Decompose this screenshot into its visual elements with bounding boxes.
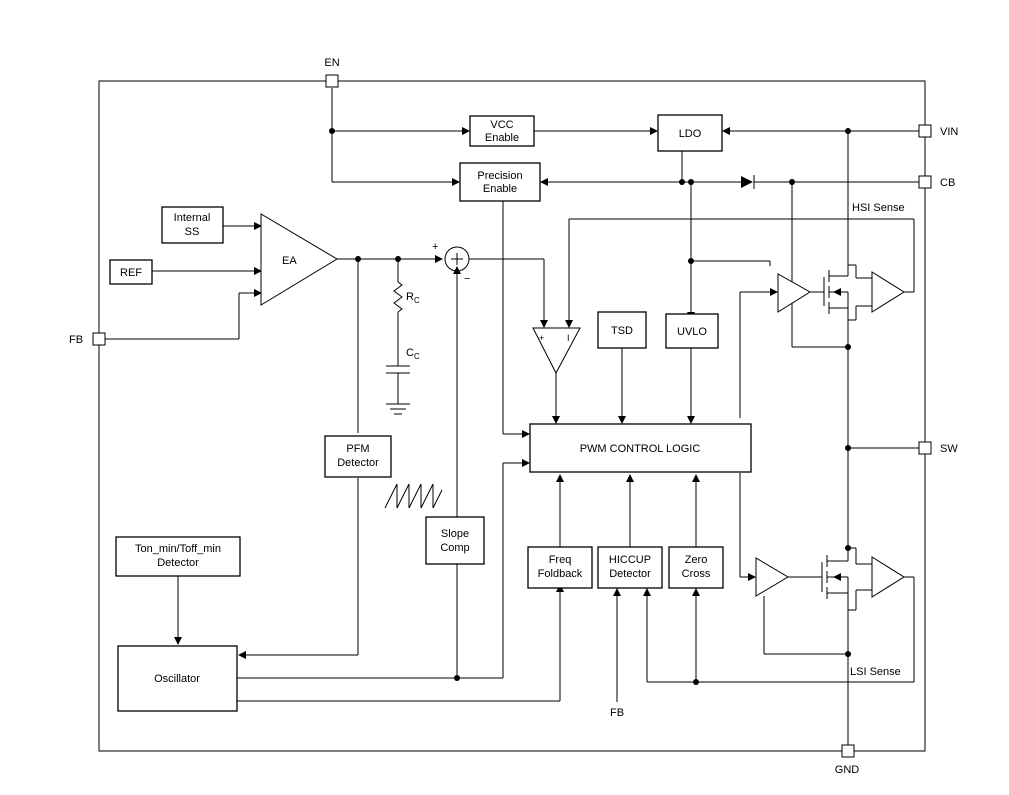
comp-minus-label: I: [567, 333, 570, 343]
svg-text:SS: SS: [185, 226, 200, 238]
svg-text:Detector: Detector: [609, 568, 651, 580]
ls-driver: [755, 557, 789, 597]
current-comparator: [532, 327, 581, 375]
pin-vin: VIN: [918, 124, 958, 138]
ea-label: EA: [282, 255, 297, 267]
ref-block: REF: [109, 259, 153, 285]
lsi-sense-label: LSI Sense: [850, 666, 901, 678]
pfm-detector-block: PFM Detector: [324, 435, 392, 478]
svg-text:Internal: Internal: [174, 212, 211, 224]
svg-text:EN: EN: [324, 57, 339, 69]
svg-text:Enable: Enable: [483, 183, 517, 195]
svg-text:Freq: Freq: [549, 554, 572, 566]
svg-text:PWM CONTROL LOGIC: PWM CONTROL LOGIC: [580, 443, 701, 455]
svg-text:Foldback: Foldback: [538, 568, 583, 580]
summing-junction: + −: [432, 241, 470, 285]
svg-text:Ton_min/Toff_min: Ton_min/Toff_min: [135, 543, 221, 555]
svg-text:HICCUP: HICCUP: [609, 554, 651, 566]
pin-fb: FB: [69, 332, 106, 346]
slope-comp-block: Slope Comp: [425, 516, 485, 565]
svg-text:TSD: TSD: [611, 325, 633, 337]
freq-foldback-block: Freq Foldback: [527, 546, 593, 589]
pin-cb: CB: [918, 175, 955, 189]
svg-text:CB: CB: [940, 177, 955, 189]
sawtooth-icon: [384, 483, 443, 509]
low-side-stage: [755, 547, 905, 611]
svg-text:Cross: Cross: [682, 568, 711, 580]
oscillator-block: Oscillator: [117, 645, 238, 712]
ls-sense-amp: [871, 556, 905, 598]
svg-text:Comp: Comp: [440, 542, 469, 554]
tsd-block: TSD: [597, 311, 647, 349]
cc-label: CC: [406, 347, 420, 361]
svg-text:LDO: LDO: [679, 128, 702, 140]
high-side-stage: [777, 264, 905, 321]
fb-internal-label: FB: [610, 707, 624, 719]
rc-label: RC: [406, 291, 420, 305]
junction-dots: [329, 128, 851, 685]
arrowheads: [174, 127, 778, 659]
svg-text:VIN: VIN: [940, 126, 958, 138]
ton-toff-detector-block: Ton_min/Toff_min Detector: [115, 536, 241, 577]
comp-plus-label: +: [539, 333, 544, 343]
pin-sw: SW: [918, 441, 958, 455]
hiccup-detector-block: HICCUP Detector: [597, 546, 663, 589]
svg-text:Slope: Slope: [441, 528, 469, 540]
pin-en: EN: [324, 57, 340, 88]
internal-ss-block: Internal SS: [161, 206, 224, 244]
svg-text:Detector: Detector: [157, 557, 199, 569]
uvlo-block: UVLO: [665, 313, 719, 349]
error-amplifier: [260, 213, 338, 306]
zero-cross-block: Zero Cross: [668, 546, 724, 589]
svg-text:UVLO: UVLO: [677, 326, 707, 338]
svg-text:Zero: Zero: [685, 554, 708, 566]
svg-text:Oscillator: Oscillator: [154, 673, 200, 685]
precision-enable-block: Precision Enable: [459, 162, 541, 202]
svg-text:VCC: VCC: [490, 119, 513, 131]
pin-gnd: GND: [835, 744, 860, 776]
svg-text:FB: FB: [69, 334, 83, 346]
svg-text:PFM: PFM: [346, 443, 369, 455]
summer-minus-label: −: [464, 273, 470, 285]
svg-text:Enable: Enable: [485, 132, 519, 144]
chip-outline: [98, 80, 926, 752]
hs-sense-amp: [871, 271, 905, 313]
bootstrap-diode: [741, 175, 767, 189]
hsi-sense-label: HSI Sense: [852, 202, 905, 214]
summer-plus-label: +: [432, 241, 438, 253]
vcc-enable-block: VCC Enable: [469, 115, 535, 147]
svg-text:GND: GND: [835, 764, 860, 776]
svg-text:REF: REF: [120, 267, 142, 279]
svg-text:Detector: Detector: [337, 457, 379, 469]
hs-driver: [777, 273, 811, 313]
svg-text:Precision: Precision: [477, 170, 522, 182]
wires: [105, 88, 919, 745]
ldo-block: LDO: [657, 114, 723, 152]
svg-text:SW: SW: [940, 443, 958, 455]
pwm-control-logic-block: PWM CONTROL LOGIC: [529, 423, 752, 473]
